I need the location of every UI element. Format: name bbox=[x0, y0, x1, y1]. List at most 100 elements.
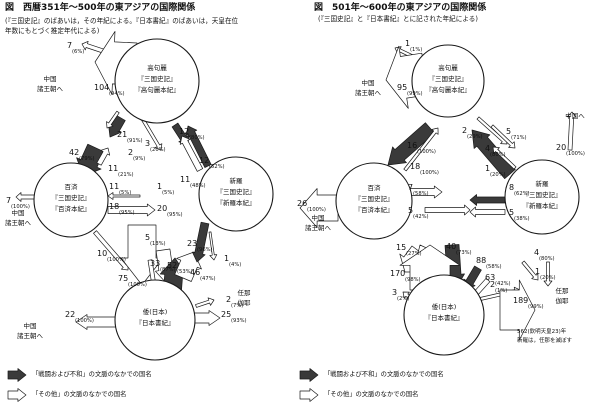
china_2-label-0: 中国 bbox=[311, 214, 325, 222]
left-subtitle-2: 年数にもとづく推定年代による) bbox=[5, 27, 100, 35]
right-pct-17: (20%) bbox=[540, 275, 556, 281]
right-pct-1: (99%) bbox=[407, 91, 423, 97]
right-pct-7: (20%) bbox=[490, 172, 506, 178]
right-arrow-sl-gk-dark bbox=[471, 129, 516, 179]
right-pct-3: (29%) bbox=[467, 134, 483, 140]
left-arrow-sl-gk-dark bbox=[185, 125, 212, 168]
koguryo-label-2: 『高句麗本紀』 bbox=[425, 85, 471, 94]
right-arrow-sl-mimana bbox=[543, 261, 553, 287]
left-count-3: 2 bbox=[128, 148, 134, 157]
right-count-19: 88 bbox=[476, 256, 487, 265]
right-legend-dark-swatch bbox=[299, 368, 319, 382]
left-count-10: 7 bbox=[6, 196, 12, 205]
left-count-9: 11 bbox=[180, 175, 191, 184]
china_3-label-0: 中国 bbox=[23, 322, 37, 330]
left-pct-24: (93%) bbox=[231, 318, 247, 324]
right-pct-9: (100%) bbox=[307, 207, 326, 213]
koguryo-label-1: 『三国史記』 bbox=[137, 74, 177, 83]
right-arrow-pk-gk bbox=[403, 127, 439, 172]
right-pct-11: (42%) bbox=[413, 214, 429, 220]
right-pct-12: (62%) bbox=[514, 191, 530, 197]
koguryo-label-2: 『高句麗本紀』 bbox=[134, 85, 180, 94]
left-count-5: 11 bbox=[108, 164, 119, 173]
mimana-label-0: 任那 bbox=[237, 289, 251, 297]
silla-label-0: 新羅 bbox=[535, 179, 549, 188]
right-count-5: 18 bbox=[410, 162, 421, 171]
right-count-1: 95 bbox=[397, 83, 408, 92]
right-arrow-pk-sl-2 bbox=[424, 204, 471, 216]
mimana-label-1: 伽耶 bbox=[237, 299, 251, 307]
right-count-21: 2 bbox=[490, 280, 496, 289]
china_1-label-1: 諸王朝へ bbox=[37, 85, 63, 93]
left-pct-14: (95%) bbox=[167, 212, 183, 218]
right-pct-15: (73%) bbox=[456, 250, 472, 256]
wa-label-0: 倭(日本) bbox=[142, 308, 168, 316]
koguryo-label-0: 高句麗 bbox=[438, 63, 458, 72]
paekche-label-0: 百済 bbox=[367, 183, 381, 192]
right-node-koguryo bbox=[411, 44, 485, 118]
left-count-8: 12 bbox=[199, 156, 210, 165]
right-pct-18: (98%) bbox=[405, 277, 421, 283]
right-subtitle: (『三国史記』と『日本書紀』とに記された年紀による) bbox=[318, 15, 478, 23]
left-arrow-gk-pk-light bbox=[106, 110, 120, 129]
left-pct-16: (100%) bbox=[128, 282, 147, 288]
left-count-22: 1 bbox=[224, 254, 230, 263]
left-pct-17: (13%) bbox=[150, 241, 166, 247]
wa-label-1: 『日本書紀』 bbox=[424, 314, 464, 322]
left-count-19: 52 bbox=[167, 261, 178, 270]
left-count-16: 75 bbox=[118, 274, 129, 283]
right-arrow-sl-mimana-2 bbox=[521, 260, 539, 281]
right-arrow-sl-pk-2 bbox=[469, 206, 506, 218]
paekche-label-2: 『百済本紀』 bbox=[51, 204, 91, 213]
right-count-0: 1 bbox=[405, 39, 411, 48]
left-pct-23: (7%) bbox=[231, 303, 244, 309]
left-count-17: 5 bbox=[145, 233, 151, 242]
right-count-22: 189 bbox=[513, 296, 529, 305]
left-arrow-sl-wa-small bbox=[208, 231, 218, 261]
right-count-20: 63 bbox=[485, 273, 496, 282]
left-pct-9: (48%) bbox=[190, 183, 206, 189]
right-count-7: 1 bbox=[485, 164, 491, 173]
left-pct-0: (6%) bbox=[72, 49, 85, 55]
silla-label-1: 『三国史記』 bbox=[522, 190, 562, 199]
koguryo-label-0: 高句麗 bbox=[147, 63, 167, 72]
right-arrow-sl-china bbox=[566, 111, 577, 151]
right-pct-19: (58%) bbox=[486, 264, 502, 270]
china_3-label-0: 中国へ bbox=[565, 112, 585, 120]
right-arrow-pk-china bbox=[299, 188, 339, 228]
right-pct-2: (100%) bbox=[417, 149, 436, 155]
silla-label-0: 新羅 bbox=[229, 176, 243, 185]
right-legend-light-text: 「その他」の文脈のなかでの国名 bbox=[324, 391, 419, 398]
right-count-3: 2 bbox=[462, 126, 468, 135]
left-count-25: 22 bbox=[65, 310, 76, 319]
left-count-7: 12 bbox=[179, 127, 190, 136]
left-pct-1: (94%) bbox=[109, 91, 125, 97]
right-pct-23: (2%) bbox=[397, 296, 410, 302]
koguryo-label-1: 『三国史記』 bbox=[428, 74, 468, 83]
left-pct-3: (9%) bbox=[133, 156, 146, 162]
china_1-label-0: 中国 bbox=[43, 75, 57, 83]
right-count-2: 16 bbox=[407, 141, 418, 150]
left-pct-22: (4%) bbox=[229, 262, 242, 268]
silla-label-1: 『三国史記』 bbox=[216, 187, 256, 196]
right-arrow-sl-gk-l bbox=[492, 146, 517, 170]
left-pct-19: (53%) bbox=[177, 269, 193, 275]
mimana-label-1: 伽耶 bbox=[555, 297, 569, 305]
left-legend-light-text: 「その他」の文脈のなかでの国名 bbox=[32, 391, 127, 398]
left-pct-12: (95%) bbox=[119, 210, 135, 216]
left-count-18: 33 bbox=[150, 259, 161, 268]
left-pct-18: (87%) bbox=[160, 267, 176, 273]
left-count-4: 42 bbox=[69, 148, 80, 157]
left-node-silla bbox=[198, 156, 274, 232]
right-arrow-gk-sl-2 bbox=[490, 124, 516, 149]
right-count-12: 8 bbox=[509, 183, 515, 192]
china_2-label-0: 中国 bbox=[11, 209, 25, 217]
china_2-label-1: 諸王朝へ bbox=[305, 224, 331, 232]
left-title: 図 西暦351年～500年の東アジアの国際関係 bbox=[5, 3, 196, 13]
left-legend-dark-text: 「戦闘および不和」の文脈のなかでの国名 bbox=[32, 371, 152, 378]
right-pct-4: (71%) bbox=[511, 135, 527, 141]
right-count-16: 4 bbox=[534, 248, 540, 257]
right-count-14: 15 bbox=[396, 243, 407, 252]
right-pct-13: (38%) bbox=[514, 216, 530, 222]
